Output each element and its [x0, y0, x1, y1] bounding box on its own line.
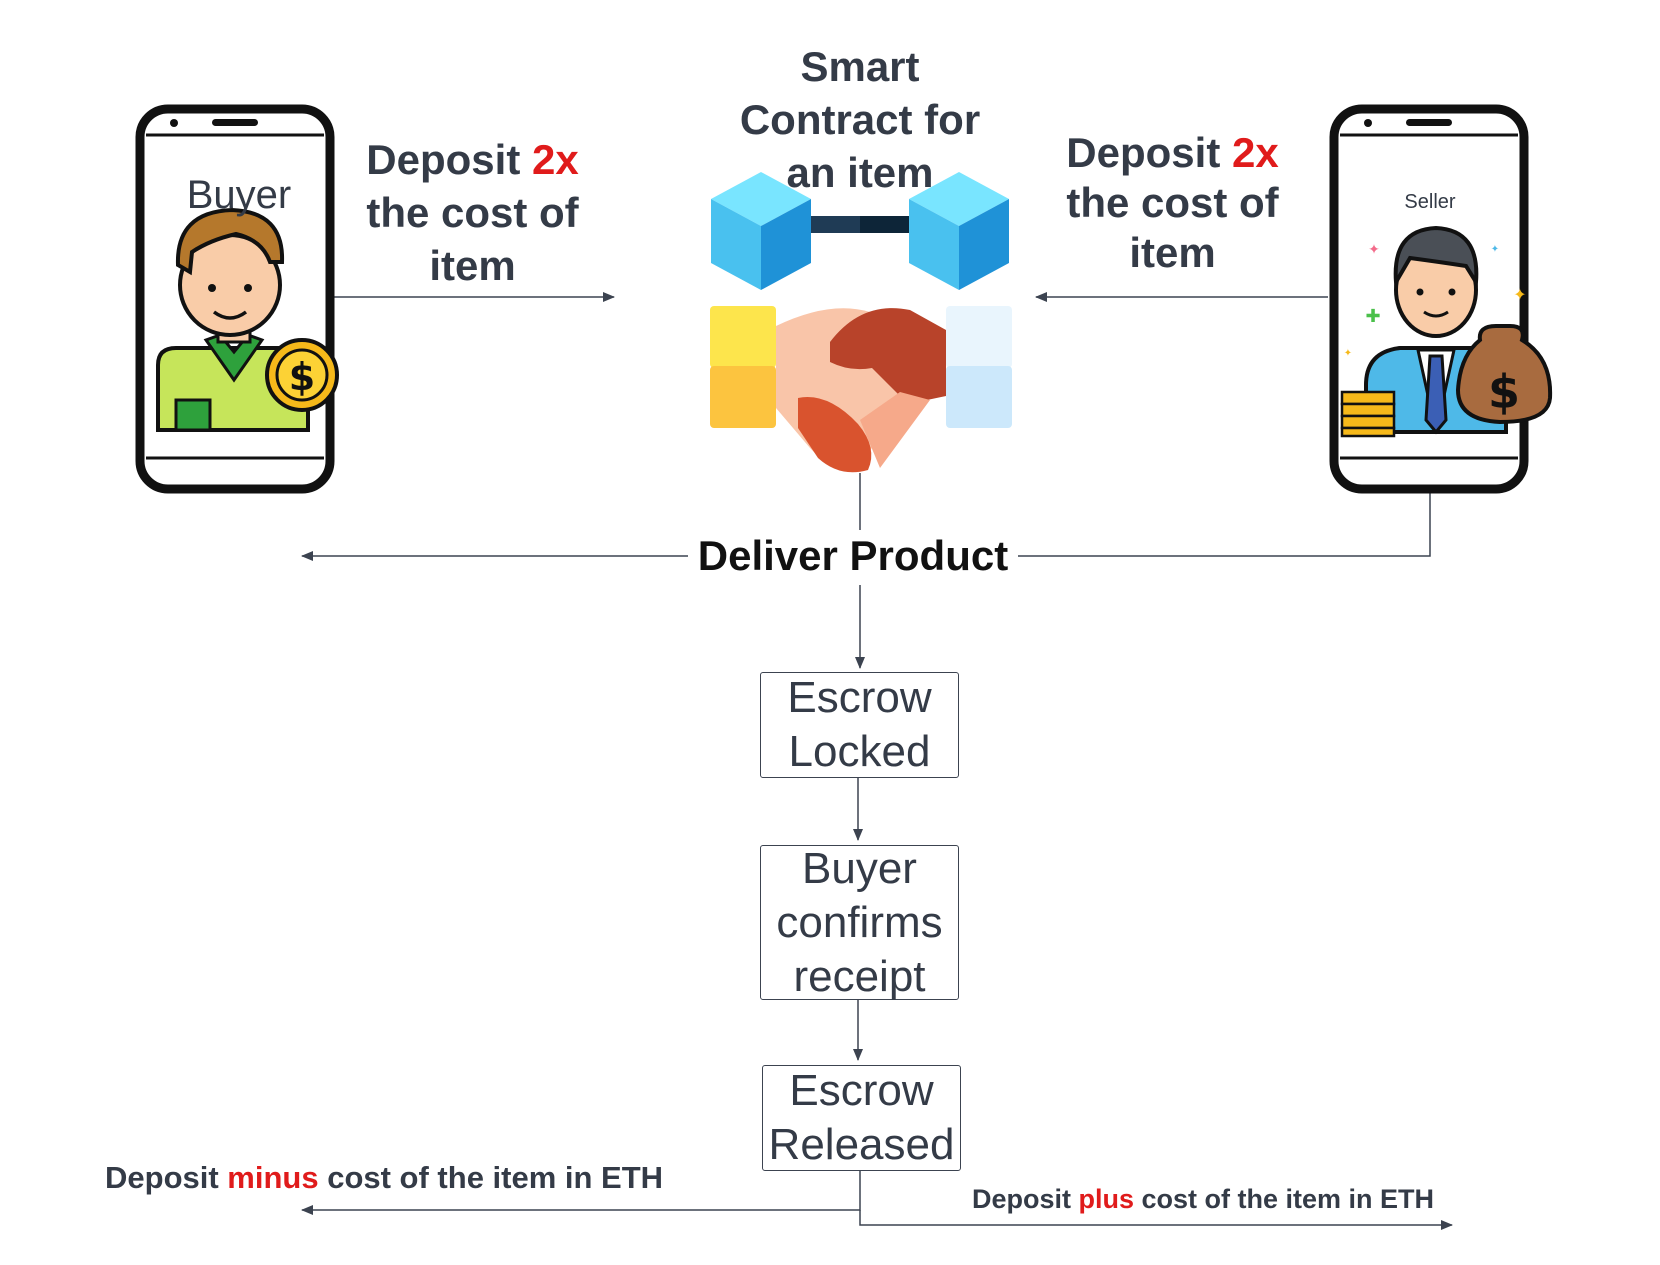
escrow-released-step: Escrow Released: [762, 1065, 961, 1171]
buyer-confirms-line1: Buyer: [802, 843, 917, 893]
buyer-label: Buyer: [186, 173, 292, 217]
seller-label: Seller: [1404, 191, 1456, 213]
seller-deposit-pre: Deposit: [1066, 129, 1232, 176]
seller-return-pre: Deposit: [972, 1184, 1079, 1214]
buyer-confirms-step: Buyer confirms receipt: [760, 843, 959, 1001]
buyer-return-emph: minus: [227, 1160, 319, 1195]
escrow-locked-line1: Escrow: [787, 673, 932, 722]
buyer-return-text: Deposit minus cost of the item in ETH: [105, 1160, 735, 1196]
buyer-deposit-line2: the cost of: [366, 189, 579, 236]
contract-title-line3: an item: [786, 149, 934, 196]
contract-title-line2: Contract for: [739, 96, 981, 143]
buyer-confirms-line3: receipt: [793, 951, 926, 1001]
svg-text:✦: ✦: [1344, 348, 1352, 359]
escrow-locked-line2: Locked: [788, 727, 931, 776]
svg-text:✚: ✚: [1365, 306, 1380, 326]
escrow-released-line2: Released: [768, 1120, 955, 1169]
seller-return-post: cost of the item in ETH: [1134, 1184, 1435, 1214]
svg-text:✦: ✦: [1513, 287, 1526, 304]
svg-text:✦: ✦: [1368, 241, 1380, 257]
deliver-product-label: Deliver Product: [688, 530, 1018, 582]
contract-title-line1: Smart: [800, 43, 920, 90]
seller-deposit-text: Deposit 2x the cost of item: [1040, 128, 1305, 278]
buyer-deposit-line1: Deposit 2x: [340, 133, 605, 186]
svg-text:$: $: [1488, 365, 1520, 419]
seller-delivery-line: [1018, 492, 1431, 557]
buyer-return-pre: Deposit: [105, 1160, 228, 1195]
buyer-deposit-line3: item: [429, 242, 516, 289]
seller-deposit-line2: the cost of: [1066, 179, 1279, 226]
buyer-return-post: cost of the item in ETH: [318, 1160, 664, 1195]
svg-text:✦: ✦: [1491, 244, 1499, 255]
release-to-seller-arrow: [859, 1210, 1453, 1230]
seller-return-emph: plus: [1078, 1184, 1135, 1214]
escrow-locked-step: Escrow Locked: [760, 672, 959, 778]
seller-deposit-multiplier: 2x: [1231, 129, 1279, 176]
svg-text:$: $: [289, 355, 315, 399]
buyer-deposit-multiplier: 2x: [531, 136, 579, 183]
buyer-deposit-pre: Deposit: [366, 136, 532, 183]
contract-title: Smart Contract for an item: [690, 40, 1030, 199]
escrow-released-line1: Escrow: [789, 1066, 934, 1115]
seller-return-text: Deposit plus cost of the item in ETH: [972, 1183, 1492, 1215]
buyer-deposit-text: Deposit 2x the cost of item: [340, 133, 605, 292]
seller-deposit-line3: item: [1129, 229, 1216, 276]
seller-deposit-line1: Deposit 2x: [1040, 128, 1305, 178]
buyer-confirms-line2: confirms: [776, 897, 943, 947]
